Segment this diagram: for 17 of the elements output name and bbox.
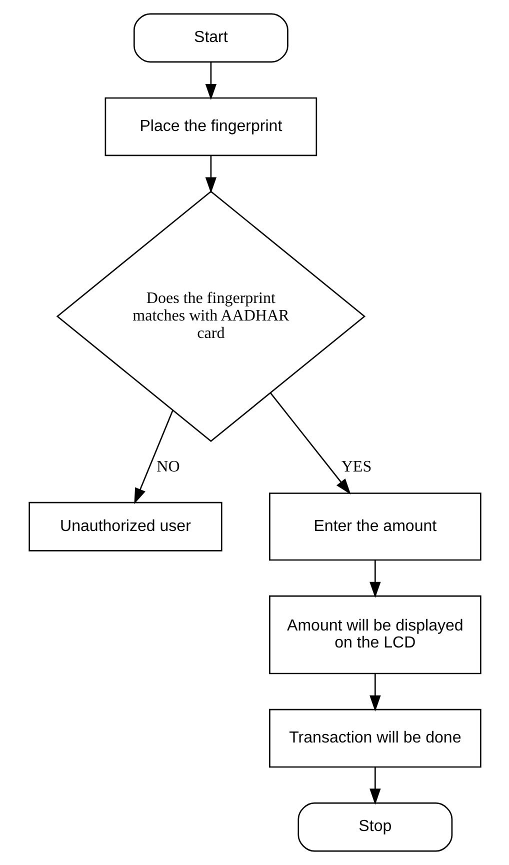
edge-label: YES: [340, 458, 372, 476]
node-box: Start: [133, 13, 288, 63]
node-box: Enter the amount: [268, 492, 481, 561]
arrow: [204, 156, 216, 194]
arrow: [204, 62, 216, 100]
node-box: Unauthorized user: [28, 502, 222, 552]
arrow: [369, 560, 380, 598]
edge-label: NO: [156, 458, 180, 476]
node-box: Amount will be displayed on the LCD: [268, 595, 481, 674]
node-box: Transaction will be done: [268, 708, 481, 768]
node-box: Stop: [297, 802, 452, 852]
node-box: Place the fingerprint: [104, 97, 317, 156]
arrow: [270, 392, 350, 495]
node-diamond: Does the fingerprint matches with AADHAR card: [56, 190, 366, 442]
arrow: [134, 410, 173, 504]
arrow: [369, 767, 380, 805]
arrow: [369, 674, 380, 712]
